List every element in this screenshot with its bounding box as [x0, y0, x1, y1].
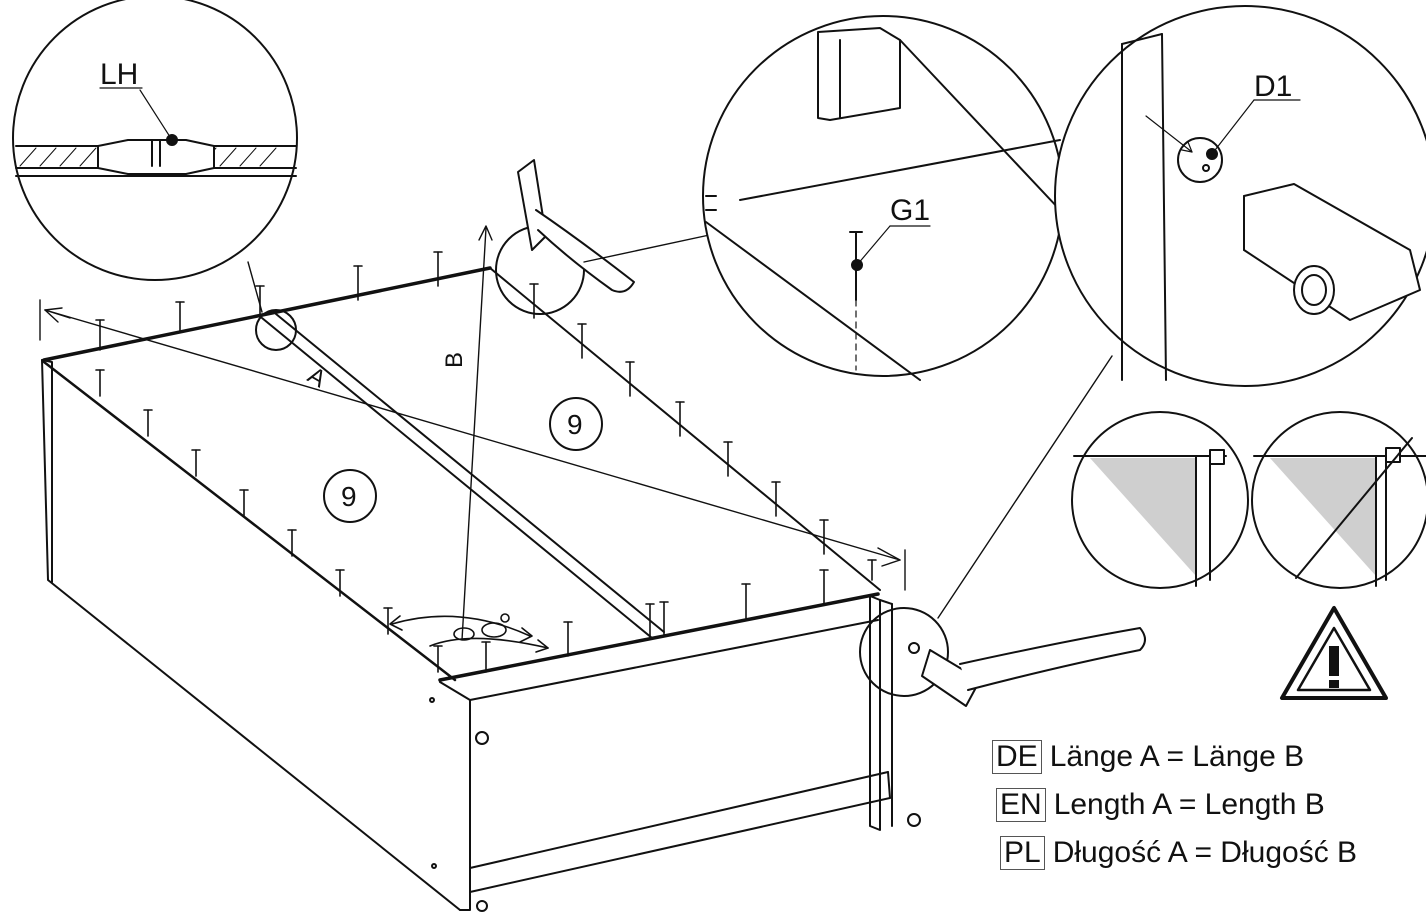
leader-lines: [247, 233, 1113, 619]
panel-number: 9: [341, 481, 357, 512]
panel-number-circle: [549, 397, 603, 451]
diagonal-measure-lines: [39, 225, 906, 641]
corner-marker-circle: [859, 607, 949, 697]
zoom-detail-lh: [12, 0, 298, 281]
language-code: PL: [1000, 836, 1045, 870]
callout-lh: LH: [100, 58, 138, 91]
joint-marker-circle: [255, 309, 297, 351]
gap-detail-correct: [1071, 411, 1249, 589]
hammer-icon: [517, 159, 635, 293]
zoom-detail-g1: [702, 15, 1064, 381]
warning-triangle-icon: [1280, 606, 1388, 700]
dimension-label-b: B: [441, 352, 468, 368]
panel-number-circle: [323, 469, 377, 523]
nail-icon: [95, 251, 877, 673]
language-code: DE: [992, 740, 1042, 774]
panel-number: 9: [567, 409, 583, 440]
instruction-text: Länge A = Länge B: [1049, 740, 1305, 773]
gap-detail-incorrect: [1251, 411, 1426, 589]
instruction-text: Length A = Length B: [1053, 788, 1325, 821]
hammer-icon: [921, 627, 1146, 707]
instruction-text: Długość A = Długość B: [1052, 836, 1358, 869]
dimension-label-a: A: [303, 362, 330, 393]
rotation-arrows: [389, 613, 549, 653]
language-code: EN: [996, 788, 1046, 822]
callout-d1: D1: [1254, 70, 1292, 103]
callout-g1: G1: [890, 194, 930, 227]
zoom-detail-d1: [1054, 5, 1426, 387]
cabinet-frame: [41, 266, 921, 912]
